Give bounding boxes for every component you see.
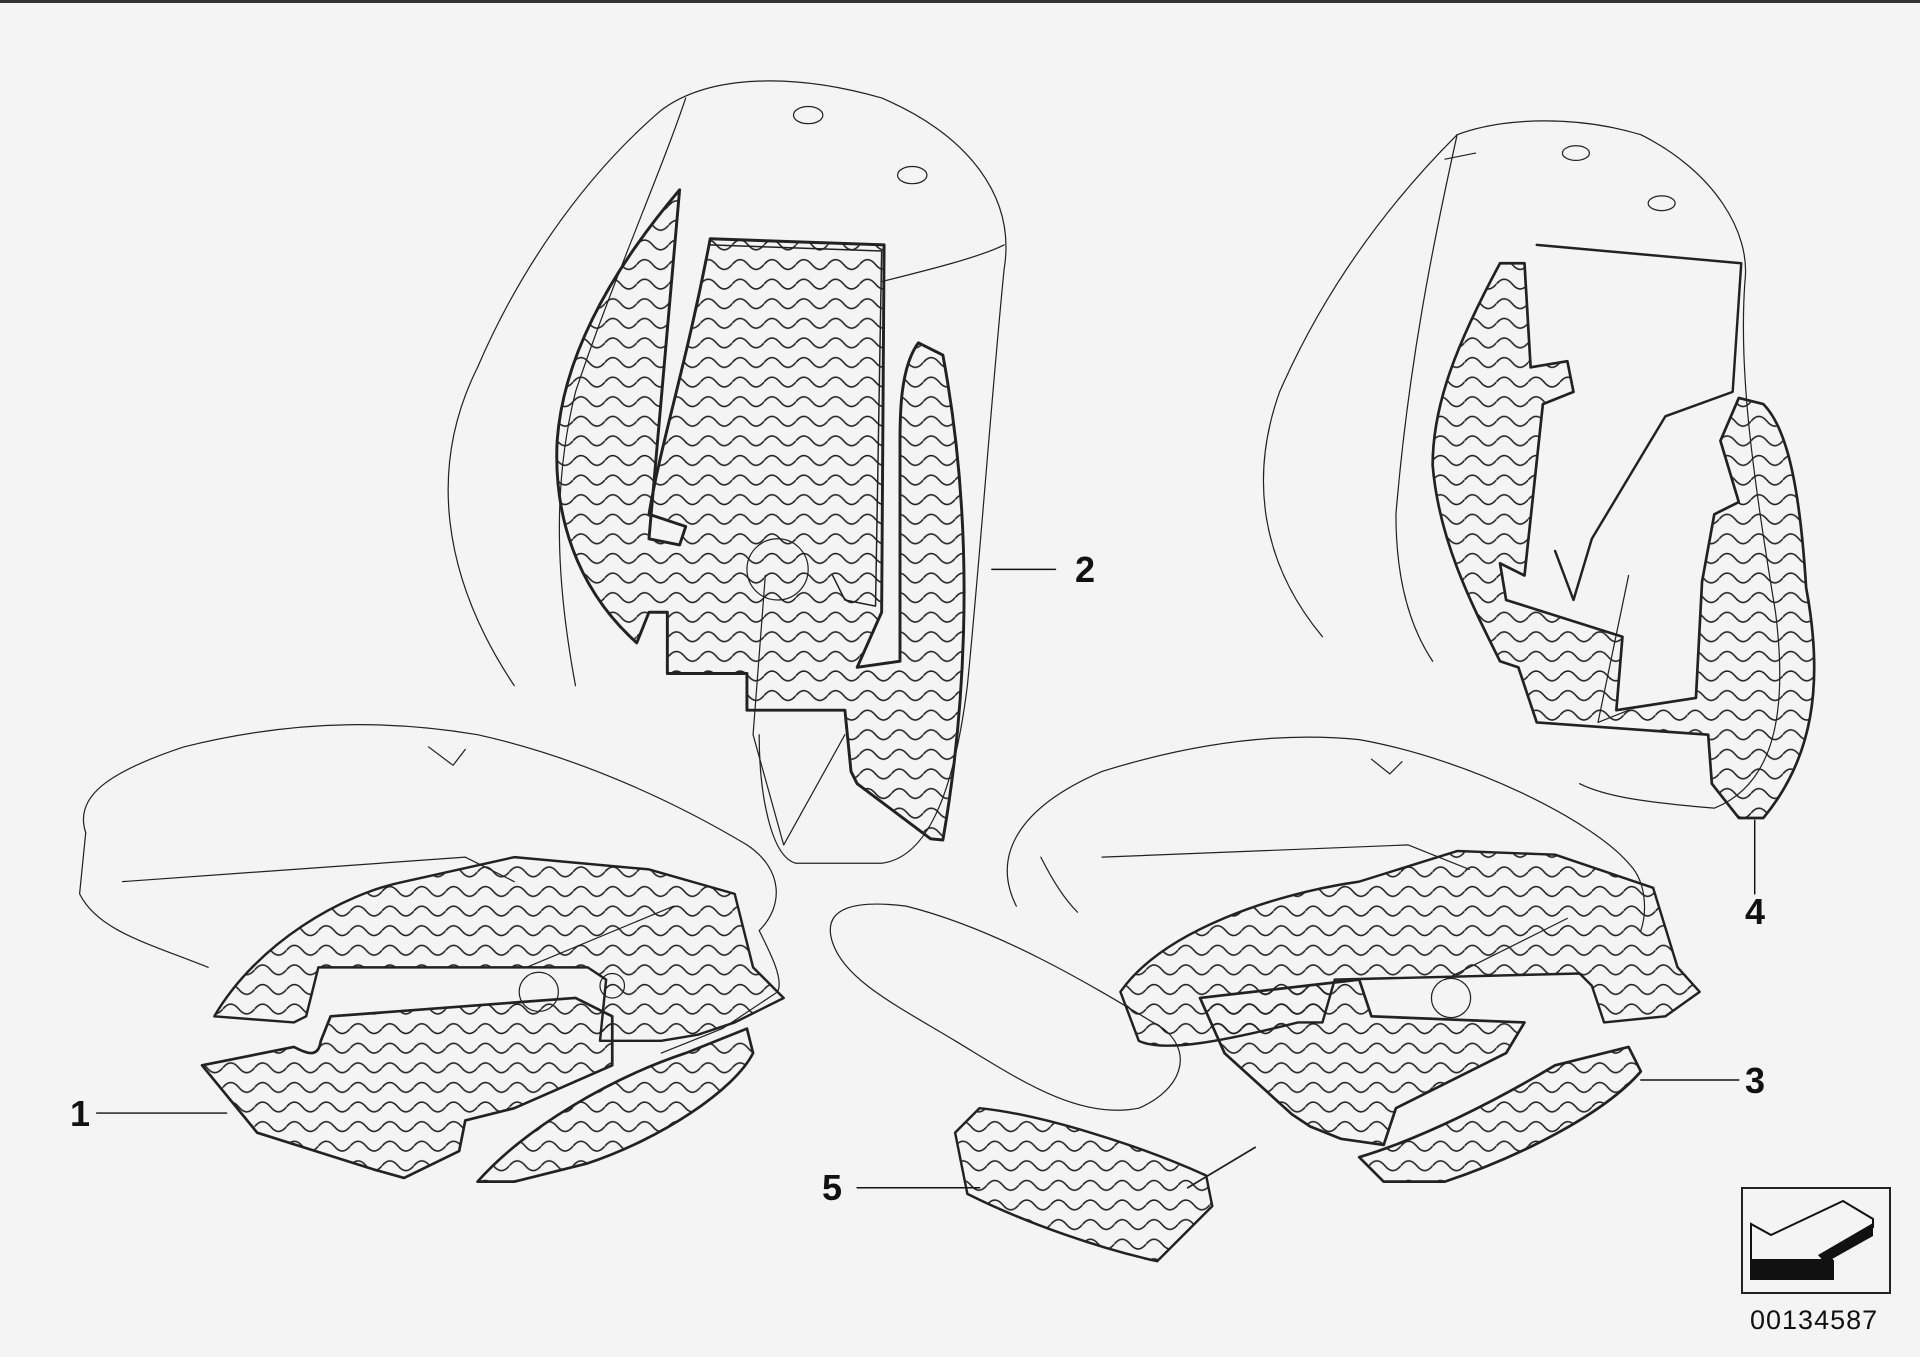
thigh-heating-mat (953, 1106, 1257, 1263)
leader-lines (96, 568, 1756, 1189)
cushion-heating-mat-right (1119, 849, 1701, 1183)
callout-1: 1 (70, 1093, 91, 1134)
arrow-reference-icon (1750, 1199, 1874, 1280)
backrest-heating-mat-right (1431, 243, 1816, 820)
backrest-heating-mat-left (555, 188, 966, 846)
top-border (0, 0, 1920, 3)
reference-box (1741, 1187, 1891, 1294)
reference-number: 00134587 (1750, 1305, 1879, 1335)
callout-5: 5 (822, 1167, 843, 1208)
callout-2: 2 (1075, 549, 1096, 590)
cushion-heating-mat-left (200, 855, 785, 1183)
callout-3: 3 (1745, 1060, 1766, 1101)
thigh-support-outline (829, 903, 1181, 1111)
callout-4: 4 (1745, 891, 1766, 932)
